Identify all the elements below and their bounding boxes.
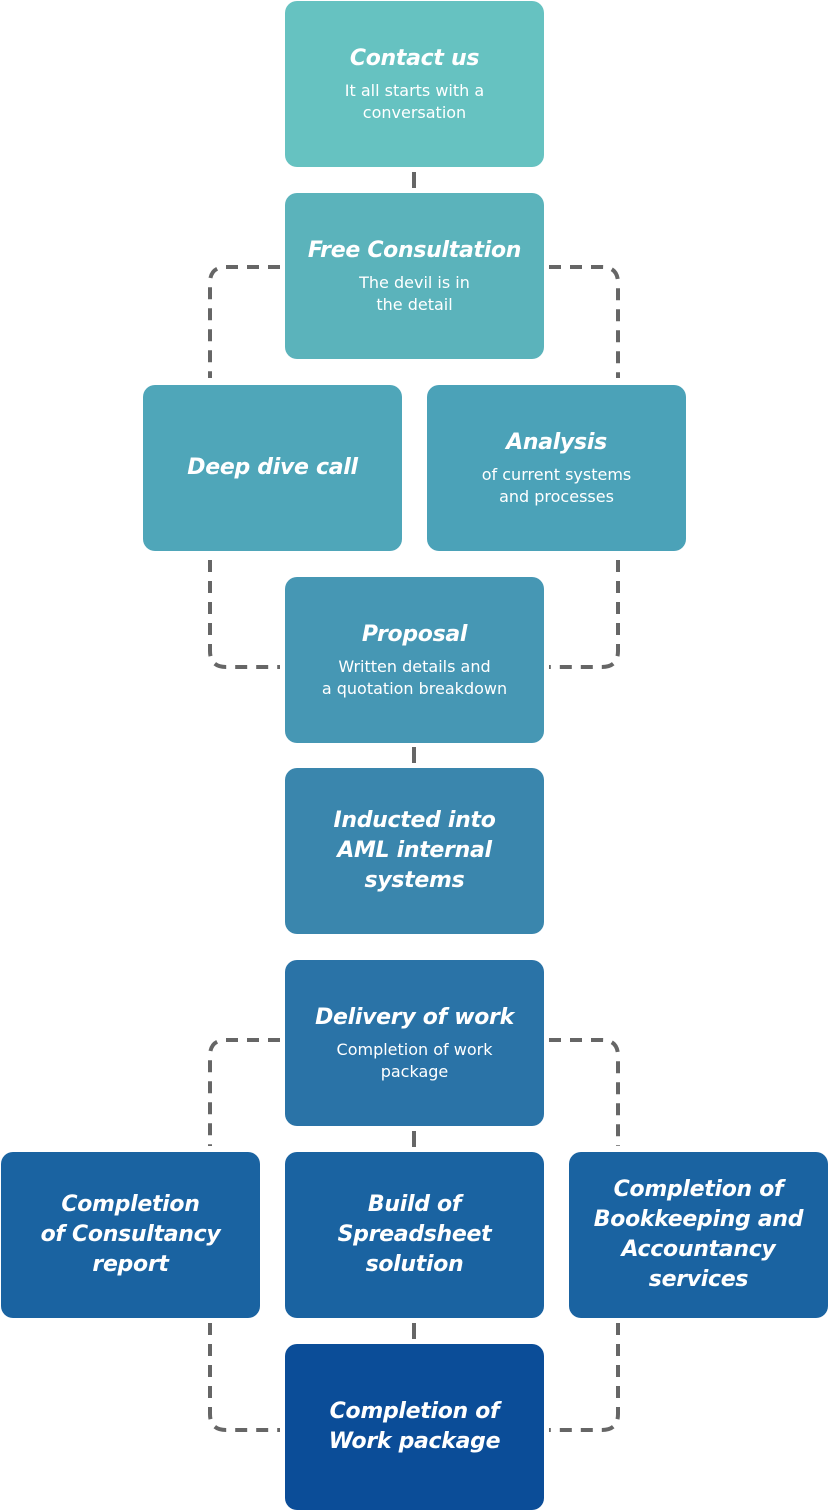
- step-title: Inducted into AML internal systems: [333, 808, 496, 893]
- step-proposal: Proposal Written details and a quotation…: [285, 577, 544, 743]
- connector-consultation-analysis: [549, 265, 620, 378]
- step-contact-us: Contact us It all starts with a conversa…: [285, 1, 544, 167]
- step-inducted: Inducted into AML internal systems: [285, 768, 544, 934]
- connector-consultancy-work-package: [208, 1323, 280, 1432]
- connector-delivery-consultancy: [208, 1038, 280, 1146]
- step-title: Completion of Consultancy report: [40, 1192, 221, 1277]
- step-subtitle: The devil is in the detail: [359, 273, 470, 314]
- step-subtitle: Completion of work package: [336, 1040, 493, 1081]
- step-work-package: Completion of Work package: [285, 1344, 544, 1510]
- step-subtitle: Written details and a quotation breakdow…: [321, 657, 508, 698]
- step-subtitle: It all starts with a conversation: [344, 81, 485, 122]
- step-spreadsheet-solution: Build of Spreadsheet solution: [285, 1152, 544, 1318]
- step-deep-dive-call: Deep dive call: [143, 385, 402, 551]
- step-title: Delivery of work: [315, 1005, 514, 1030]
- step-free-consultation: Free Consultation The devil is in the de…: [285, 193, 544, 359]
- step-title: Build of Spreadsheet solution: [337, 1192, 492, 1277]
- step-bookkeeping-services: Completion of Bookkeeping and Accountanc…: [569, 1152, 828, 1318]
- step-title: Free Consultation: [307, 238, 522, 263]
- connector-delivery-bookkeeping: [549, 1038, 620, 1146]
- step-consultancy-report: Completion of Consultancy report: [1, 1152, 260, 1318]
- step-title: Proposal: [361, 622, 468, 647]
- step-delivery-of-work: Delivery of work Completion of work pack…: [285, 960, 544, 1126]
- connector-bookkeeping-work-package: [549, 1323, 620, 1432]
- step-title: Contact us: [349, 46, 480, 71]
- connector-consultation-deep-dive: [208, 265, 280, 378]
- step-title: Analysis: [506, 430, 607, 455]
- connector-analysis-proposal: [549, 560, 620, 669]
- step-subtitle: of current systems and processes: [481, 465, 632, 506]
- step-title: Completion of Bookkeeping and Accountanc…: [593, 1177, 804, 1292]
- step-analysis: Analysis of current systems and processe…: [427, 385, 686, 551]
- connector-deep-dive-proposal: [208, 560, 280, 669]
- step-title: Deep dive call: [187, 455, 358, 480]
- step-title: Completion of Work package: [328, 1399, 501, 1454]
